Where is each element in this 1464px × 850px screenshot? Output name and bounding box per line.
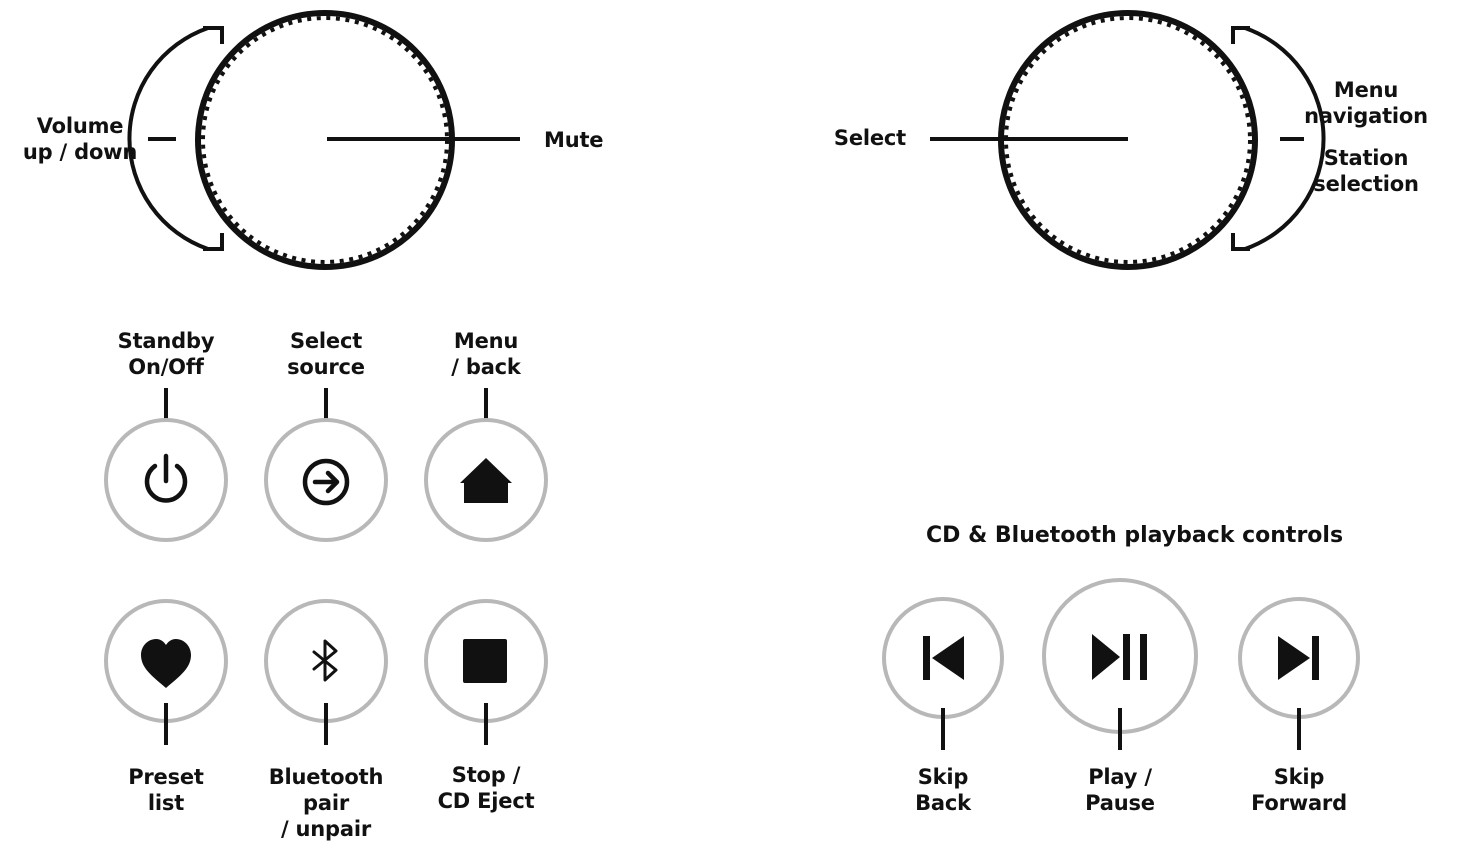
skip-back-label: Skip Back (915, 765, 971, 815)
source-label: Select source (287, 329, 365, 379)
power-icon (144, 453, 188, 503)
volume-label: Volume up / down (22, 114, 138, 164)
bluetooth-icon (312, 639, 338, 682)
mute-label: Mute (544, 128, 604, 152)
preset-label: Preset list (128, 765, 204, 815)
play-pause-icon (1092, 634, 1147, 680)
bluetooth-label: Bluetooth pair / unpair (268, 765, 384, 841)
source-button[interactable] (264, 388, 388, 542)
menu-navigation-label: Menu navigation (1304, 78, 1428, 128)
skip-forward-label: Skip Forward (1251, 765, 1347, 815)
skip-back-button[interactable] (882, 597, 1004, 750)
select-knob[interactable] (930, 10, 1304, 270)
play-pause-button[interactable] (1042, 578, 1198, 750)
skip-forward-button[interactable] (1238, 597, 1360, 750)
arrow-circle-right-icon (302, 458, 350, 506)
standby-label: Standby On/Off (117, 329, 215, 379)
menu-button[interactable] (424, 388, 548, 542)
select-label: Select (833, 126, 906, 150)
menu-arc-arrow-icon (1231, 26, 1326, 251)
standby-button[interactable] (104, 388, 228, 542)
stop-label: Stop / CD Eject (437, 763, 535, 813)
heart-icon (141, 639, 191, 688)
skip-back-icon (923, 636, 964, 680)
playback-title: CD & Bluetooth playback controls (926, 523, 1344, 548)
stop-button[interactable] (424, 599, 548, 745)
volume-arc-arrow-icon (127, 26, 224, 251)
bluetooth-button[interactable] (264, 599, 388, 745)
preset-button[interactable] (104, 599, 228, 745)
volume-knob[interactable] (148, 10, 520, 270)
station-selection-label: Station selection (1313, 146, 1419, 196)
home-icon (460, 458, 512, 503)
menu-back-label: Menu / back (451, 329, 521, 379)
stop-icon (463, 639, 507, 683)
skip-forward-icon (1278, 636, 1319, 680)
play-pause-label: Play / Pause (1085, 765, 1155, 815)
